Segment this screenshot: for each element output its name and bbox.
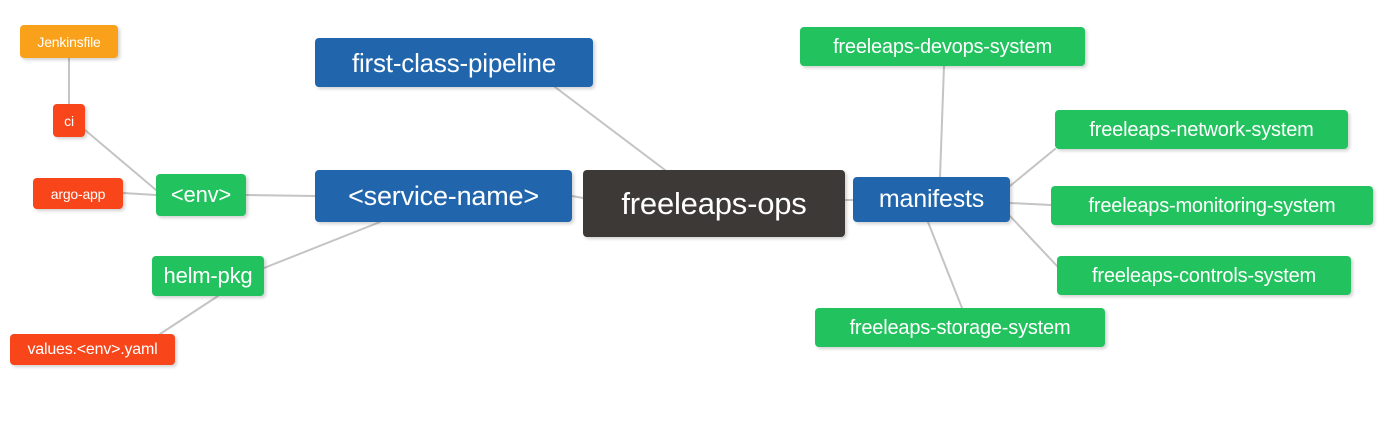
node-devops-sys[interactable]: freeleaps-devops-system	[800, 27, 1085, 66]
edge-manifests-to-controls-sys	[1009, 215, 1058, 267]
node-network-sys[interactable]: freeleaps-network-system	[1055, 110, 1348, 149]
edge-argo-app-to-env	[122, 192, 157, 196]
node-ci[interactable]: ci	[53, 104, 85, 137]
node-freeleaps-ops[interactable]: freeleaps-ops	[583, 170, 845, 237]
edge-service-name-to-freeleaps-ops	[571, 195, 584, 199]
edge-manifests-to-network-sys	[1009, 148, 1056, 187]
node-argo-app[interactable]: argo-app	[33, 178, 123, 209]
node-manifests[interactable]: manifests	[853, 177, 1010, 222]
node-service-name[interactable]: <service-name>	[315, 170, 572, 222]
node-storage-sys[interactable]: freeleaps-storage-system	[815, 308, 1105, 347]
edge-manifests-to-storage-sys	[927, 221, 963, 309]
node-pipeline[interactable]: first-class-pipeline	[315, 38, 593, 87]
node-controls-sys[interactable]: freeleaps-controls-system	[1057, 256, 1351, 295]
node-monitoring-sys[interactable]: freeleaps-monitoring-system	[1051, 186, 1373, 225]
node-env[interactable]: <env>	[156, 174, 246, 216]
edge-manifests-to-devops-sys	[939, 65, 945, 178]
node-helm-pkg[interactable]: helm-pkg	[152, 256, 264, 296]
edge-manifests-to-monitoring-sys	[1009, 202, 1052, 206]
edge-values-yaml-to-helm-pkg	[159, 295, 219, 335]
edge-helm-pkg-to-service-name	[263, 221, 381, 269]
edge-pipeline-to-freeleaps-ops	[554, 86, 666, 171]
edge-env-to-service-name	[245, 194, 316, 197]
node-values-yaml[interactable]: values.<env>.yaml	[10, 334, 175, 365]
node-jenkinsfile[interactable]: Jenkinsfile	[20, 25, 118, 58]
